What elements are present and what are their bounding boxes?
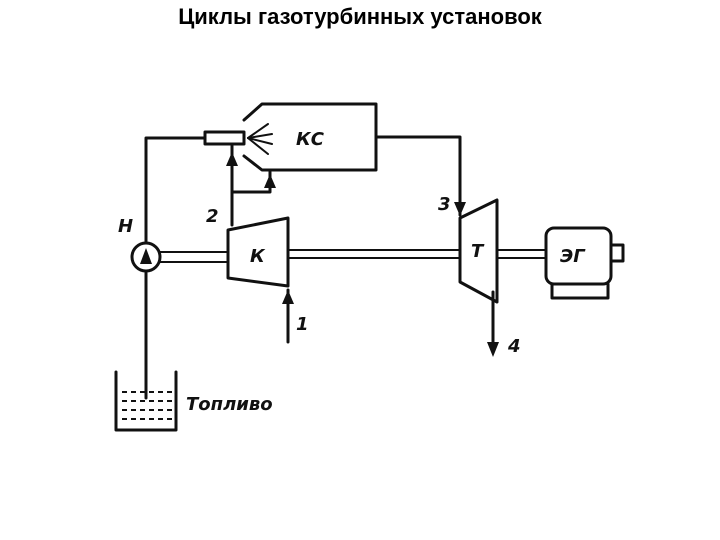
generator-base	[550, 282, 610, 300]
page-title: Циклы газотурбинных установок	[178, 4, 542, 29]
label-generator: ЭГ	[560, 246, 586, 267]
label-combustion-chamber: КС	[296, 129, 325, 150]
flame-rays	[247, 123, 273, 155]
arrow-air-to-nozzle	[226, 152, 238, 166]
arrow-air-inlet	[282, 290, 294, 304]
fuel-tank	[114, 370, 178, 432]
arrow-fuel-up	[140, 248, 152, 264]
arrow-gas-to-turbine	[454, 202, 466, 216]
label-compressor: К	[250, 246, 266, 267]
turbine	[458, 198, 499, 304]
label-pump: Н	[118, 216, 133, 237]
arrow-exhaust	[487, 342, 499, 357]
shaft	[159, 249, 547, 263]
fuel-nozzle	[203, 130, 246, 146]
compressed-air-line	[230, 170, 272, 227]
hot-gas-line	[374, 135, 462, 217]
label-fuel: Топливо	[186, 394, 273, 415]
label-point-3: 3	[438, 194, 451, 215]
label-point-4: 4	[507, 336, 521, 357]
label-point-1: 1	[296, 314, 309, 335]
label-point-2: 2	[206, 206, 219, 227]
arrow-air-to-chamber	[264, 174, 276, 188]
fuel-line-to-nozzle	[144, 136, 207, 244]
generator-shaft-end	[609, 243, 625, 263]
label-turbine: Т	[471, 241, 485, 262]
